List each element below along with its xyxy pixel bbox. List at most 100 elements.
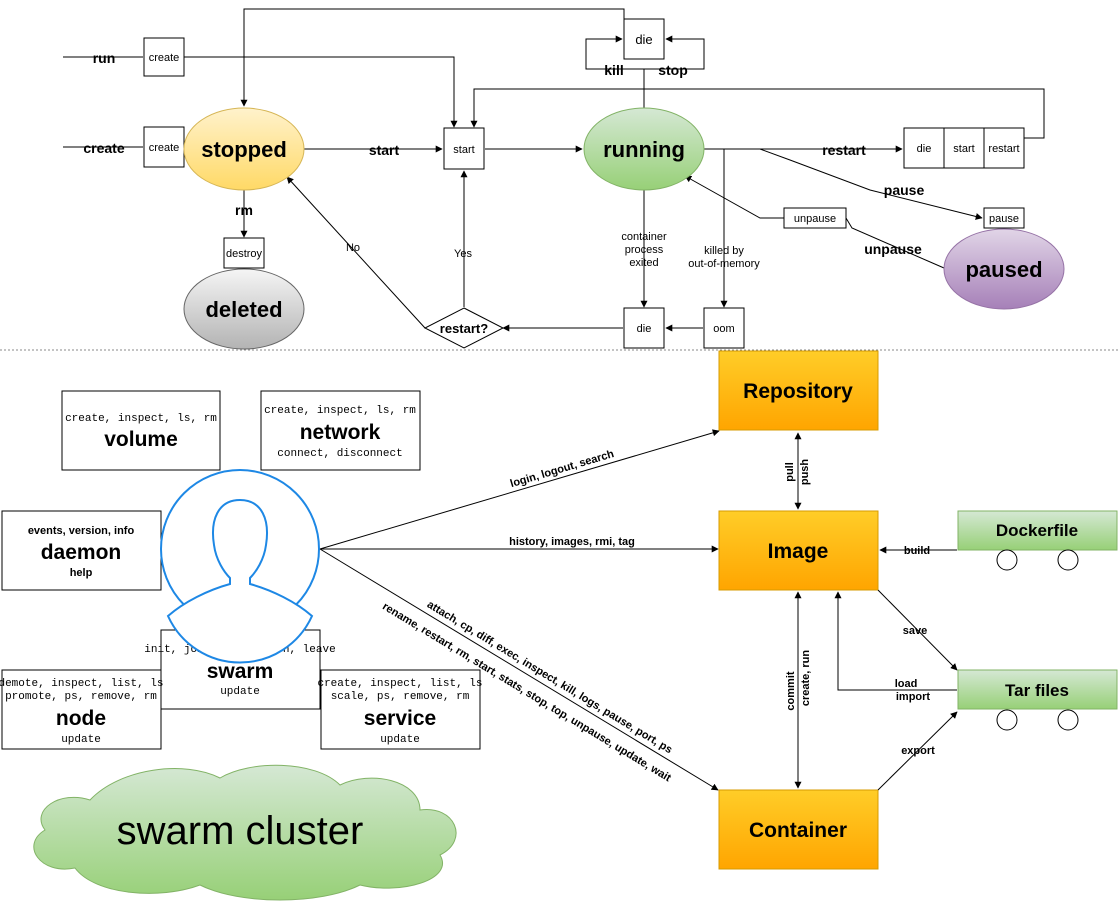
running-state	[583, 107, 705, 191]
no-label: No	[346, 242, 360, 254]
kill-label: kill	[604, 62, 623, 78]
pause-box-label: pause	[989, 213, 1019, 225]
rm-label: rm	[235, 202, 253, 218]
volume-commands: create, inspect, ls, rm	[65, 413, 217, 425]
command-boxes	[1, 390, 481, 750]
unpause-box-label: unpause	[794, 213, 836, 225]
unpause-edge-b	[684, 175, 784, 219]
yes-label: Yes	[454, 248, 472, 260]
user-icon	[160, 469, 320, 664]
import-label: import	[896, 691, 931, 703]
lifecycle-boxes	[143, 18, 1025, 349]
dockerfile-box	[957, 510, 1118, 551]
restart-start-box	[943, 127, 985, 169]
tarfiles-label: Tar files	[1005, 681, 1069, 700]
restart-start-label: start	[953, 143, 974, 155]
network-title: network	[300, 421, 381, 444]
save-edge	[877, 589, 958, 671]
pause-edge	[759, 148, 983, 220]
start-box-label: start	[453, 144, 474, 156]
paused-label: paused	[965, 257, 1042, 282]
node-commands-top1: demote, inspect, list, ls	[0, 678, 164, 690]
restart-restart-label: restart	[988, 143, 1019, 155]
swarm-cluster-cloud	[33, 764, 457, 901]
restart-loop-edge	[470, 88, 1045, 139]
push-label: push	[799, 459, 811, 486]
pause-box	[983, 207, 1025, 229]
stop-label: stop	[658, 62, 688, 78]
create-box-create-label: create	[149, 142, 180, 154]
service-commands-bottom: update	[380, 734, 420, 746]
load-edge	[834, 591, 957, 691]
service-commands-top1: create, inspect, list, ls	[317, 678, 482, 690]
deleted-state	[183, 268, 305, 350]
stopped-label: stopped	[201, 137, 287, 162]
oom-label-2: out-of-memory	[688, 258, 760, 270]
service-title: service	[364, 707, 436, 730]
restart-restart-box	[983, 127, 1025, 169]
container-cmd-edge	[319, 548, 719, 791]
export-label: export	[901, 745, 935, 757]
service-commands-top2: scale, ps, remove, rm	[331, 691, 470, 703]
create-to-start-edge	[184, 56, 458, 128]
create-box-run	[143, 37, 185, 77]
container-label: Container	[749, 819, 847, 842]
unpause-edge-a	[845, 217, 945, 269]
daemon-box	[1, 510, 162, 591]
volume-box	[61, 390, 221, 471]
login-edge	[319, 429, 720, 550]
oom-label-1: killed by	[704, 245, 744, 257]
volume-title: volume	[104, 428, 178, 451]
tarfiles-wheel-right	[1057, 709, 1079, 731]
node-commands-top2: promote, ps, remove, rm	[5, 691, 157, 703]
daemon-title: daemon	[41, 541, 122, 564]
image-label: Image	[768, 540, 829, 563]
daemon-commands-top: events, version, info	[28, 525, 135, 537]
network-commands-bottom: connect, disconnect	[277, 448, 402, 460]
exited-label-3: exited	[629, 257, 658, 269]
pause-label: pause	[884, 182, 925, 198]
start-box	[443, 127, 485, 170]
login-edge-label: login, logout, search	[509, 448, 616, 490]
swarm-cluster-label: swarm cluster	[117, 809, 364, 853]
node-commands-bottom: update	[61, 734, 101, 746]
network-box	[260, 390, 421, 471]
lifecycle-section	[63, 8, 1045, 332]
artifact-edges	[319, 429, 958, 791]
start-label: start	[369, 142, 400, 158]
build-label: build	[904, 545, 930, 557]
load-label: load	[895, 678, 918, 690]
dockerfile-label: Dockerfile	[996, 521, 1078, 540]
kill-edge	[585, 35, 645, 108]
exited-label-2: process	[625, 244, 664, 256]
node-title: node	[56, 707, 106, 730]
tarfiles-wheel-left	[996, 709, 1018, 731]
node-box	[1, 669, 162, 750]
repository-box	[718, 350, 879, 431]
daemon-commands-bottom: help	[70, 567, 93, 579]
dockerfile-wheel-left	[996, 549, 1018, 571]
network-commands-top: create, inspect, ls, rm	[264, 405, 416, 417]
oom-box-label: oom	[713, 323, 734, 335]
die-box-bottom-label: die	[637, 323, 652, 335]
destroy-box-label: destroy	[226, 248, 263, 260]
stop-edge	[644, 35, 705, 70]
run-label: run	[93, 50, 116, 66]
create-box-run-label: create	[149, 52, 180, 64]
commit-label: commit	[785, 671, 797, 710]
unpause-label: unpause	[864, 241, 922, 257]
no-edge	[286, 176, 426, 329]
repository-label: Repository	[743, 380, 853, 403]
oom-box	[703, 307, 745, 349]
tarfiles-box	[957, 669, 1118, 710]
oom-edge	[704, 148, 728, 308]
paused-state	[943, 228, 1065, 310]
restart-decision-diamond	[423, 307, 505, 349]
die-to-stopped-edge	[240, 8, 625, 107]
exited-label-1: container	[621, 231, 667, 243]
die-box-top-label: die	[635, 32, 652, 47]
pull-label: pull	[784, 462, 796, 482]
image-box	[718, 510, 879, 591]
destroy-box	[223, 237, 265, 269]
dockerfile-wheel-right	[1057, 549, 1079, 571]
